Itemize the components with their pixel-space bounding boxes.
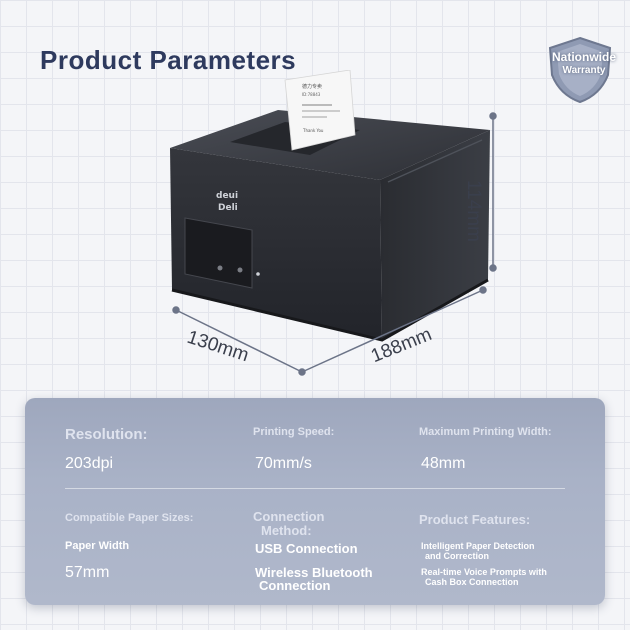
printer-seam — [387, 139, 483, 183]
paper-sizes-label: Compatible Paper Sizes: — [65, 512, 194, 524]
height-line-end — [489, 112, 497, 120]
features-label: Product Features: — [419, 512, 531, 527]
bluetooth-line2: Connection — [259, 578, 331, 593]
brand-line-2: Deli — [218, 203, 238, 213]
printer-front — [170, 148, 382, 340]
specs-panel: Resolution: 203dpi Printing Speed: 70mm/… — [25, 398, 605, 605]
bluetooth-line1: Wireless Bluetooth — [255, 565, 373, 580]
bluetooth-connection: Wireless Bluetooth Connection — [255, 566, 373, 592]
feed-button-icon[interactable] — [237, 267, 243, 273]
speed-label: Printing Speed: — [253, 426, 335, 438]
resolution-label: Resolution: — [65, 426, 148, 443]
printer-side — [380, 130, 490, 340]
receipt-line-3: Thank You — [302, 128, 324, 133]
shield-icon — [548, 36, 612, 104]
feature1-line2: and Correction — [425, 551, 490, 561]
warranty-badge: Nationwide Warranty — [540, 35, 616, 104]
power-button-icon[interactable] — [217, 265, 223, 271]
height-line-end — [489, 264, 497, 272]
feature-voice-prompts: Real-time Voice Prompts with Cash Box Co… — [421, 567, 547, 587]
height-dimension: 114mm — [463, 180, 484, 242]
depth-line — [301, 289, 484, 373]
paper-width-label: Paper Width — [65, 540, 130, 552]
feature2-line2: Cash Box Connection — [425, 577, 519, 587]
max-width-value: 48mm — [421, 455, 466, 472]
badge-line1: Nationwide — [551, 50, 616, 64]
receipt-rule — [302, 104, 332, 106]
printer-base — [171, 278, 489, 342]
printer-image: 德力专卖 ID:78843 Thank You deui Deli — [170, 70, 490, 342]
max-width-label: Maximum Printing Width: — [419, 426, 552, 438]
receipt-line-2: ID:78843 — [302, 92, 321, 97]
page-title: Product Parameters — [40, 45, 297, 75]
usb-connection: USB Connection — [255, 541, 358, 556]
receipt-rule — [302, 116, 327, 118]
badge-line2: Warranty — [562, 65, 606, 76]
status-light-icon — [256, 272, 260, 276]
front-opening — [184, 217, 253, 289]
resolution-value: 203dpi — [65, 455, 114, 472]
feature-paper-detection: Intelligent Paper Detection and Correcti… — [421, 541, 535, 561]
connection-label-line2: Method: — [261, 523, 312, 538]
feature1-line1: Intelligent Paper Detection — [421, 541, 535, 551]
badge-text: Nationwide Warranty — [540, 50, 628, 78]
receipt-rule — [302, 110, 340, 112]
brand-line-1: deui — [216, 191, 238, 201]
paper-width-value: 57mm — [65, 564, 110, 581]
depth-line-end — [479, 286, 487, 294]
connection-label: Connection Method: — [253, 510, 325, 538]
feature2-line1: Real-time Voice Prompts with — [421, 567, 547, 577]
divider — [65, 488, 565, 489]
width-line-end — [172, 306, 180, 314]
receipt-line-1: 德力专卖 — [302, 83, 322, 90]
speed-value: 70mm/s — [255, 455, 312, 472]
width-line — [175, 309, 303, 373]
connection-label-line1: Connection — [253, 509, 325, 524]
